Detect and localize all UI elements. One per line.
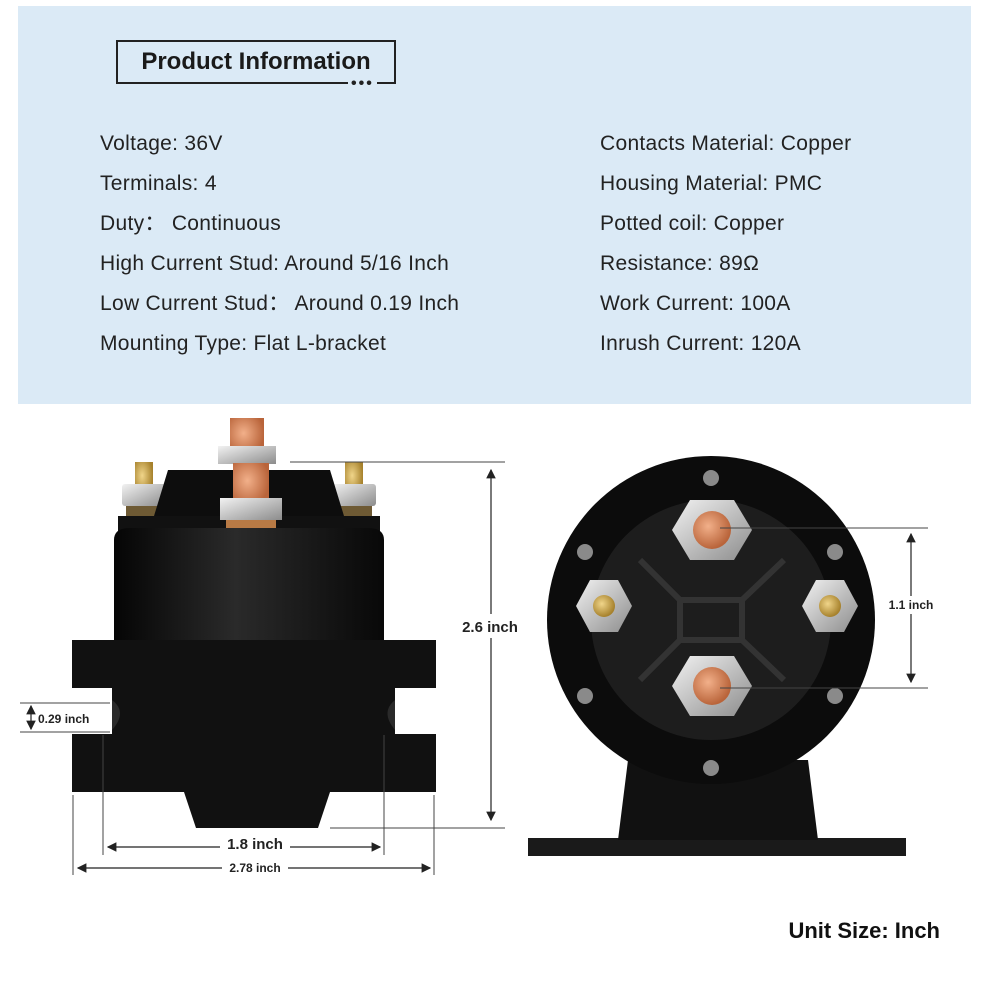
title-decoration-dots: ••• bbox=[348, 76, 377, 92]
height-dimension-label: 2.6 inch bbox=[462, 619, 518, 636]
spec-high-current-stud: High Current Stud: Around 5/16 Inch bbox=[100, 252, 450, 275]
top-large-terminal-lower bbox=[672, 656, 752, 716]
spec-terminals: Terminals: 4 bbox=[100, 172, 217, 195]
spec-mounting-type: Mounting Type: Flat L-bracket bbox=[100, 332, 387, 355]
spec-potted-coil: Potted coil: Copper bbox=[600, 212, 785, 235]
spec-housing-material: Housing Material: PMC bbox=[600, 172, 823, 195]
hole-dimension-label: 0.29 inch bbox=[38, 712, 89, 726]
spec-contacts-material: Contacts Material: Copper bbox=[600, 132, 852, 155]
small-terminal-right bbox=[332, 462, 376, 520]
large-terminal-rear bbox=[218, 418, 276, 464]
top-small-terminal-left bbox=[576, 580, 632, 632]
spec-duty: Duty： Continuous bbox=[100, 212, 282, 235]
unit-size-label: Unit Size: Inch bbox=[788, 918, 940, 943]
side-dimension-lines: 2.6 inch 0.29 inch 1.8 inch 2.78 inch bbox=[20, 461, 530, 876]
spec-column-left: Voltage: 36V Terminals: 4 Duty： Continuo… bbox=[100, 124, 459, 364]
spec-work-current: Work Current: 100A bbox=[600, 292, 791, 315]
top-dimension-lines: 1.1 inch bbox=[720, 527, 940, 689]
solenoid-side-view bbox=[72, 418, 436, 828]
spec-voltage: Voltage: 36V bbox=[100, 132, 223, 155]
mount-spacing-dimension-label: 1.8 inch bbox=[227, 836, 283, 853]
spec-low-current-stud: Low Current Stud： Around 0.19 Inch bbox=[100, 292, 460, 315]
stud-spacing-dimension-label: 1.1 inch bbox=[889, 598, 934, 612]
spec-resistance: Resistance: 89Ω bbox=[600, 252, 760, 275]
solenoid-top-view bbox=[528, 456, 906, 856]
top-large-terminal-upper bbox=[672, 500, 752, 560]
spec-column-right: Contacts Material: Copper Housing Materi… bbox=[600, 124, 851, 364]
spec-inrush-current: Inrush Current: 120A bbox=[600, 332, 801, 355]
width-dimension-label: 2.78 inch bbox=[229, 861, 280, 875]
product-info-panel: Product Information ••• Voltage: 36V Ter… bbox=[18, 6, 971, 404]
top-small-terminal-right bbox=[802, 580, 858, 632]
product-info-title: Product Information bbox=[116, 40, 396, 84]
solenoid-dimension-drawing: 2.6 inch 0.29 inch 1.8 inch 2.78 inch bbox=[20, 418, 940, 876]
